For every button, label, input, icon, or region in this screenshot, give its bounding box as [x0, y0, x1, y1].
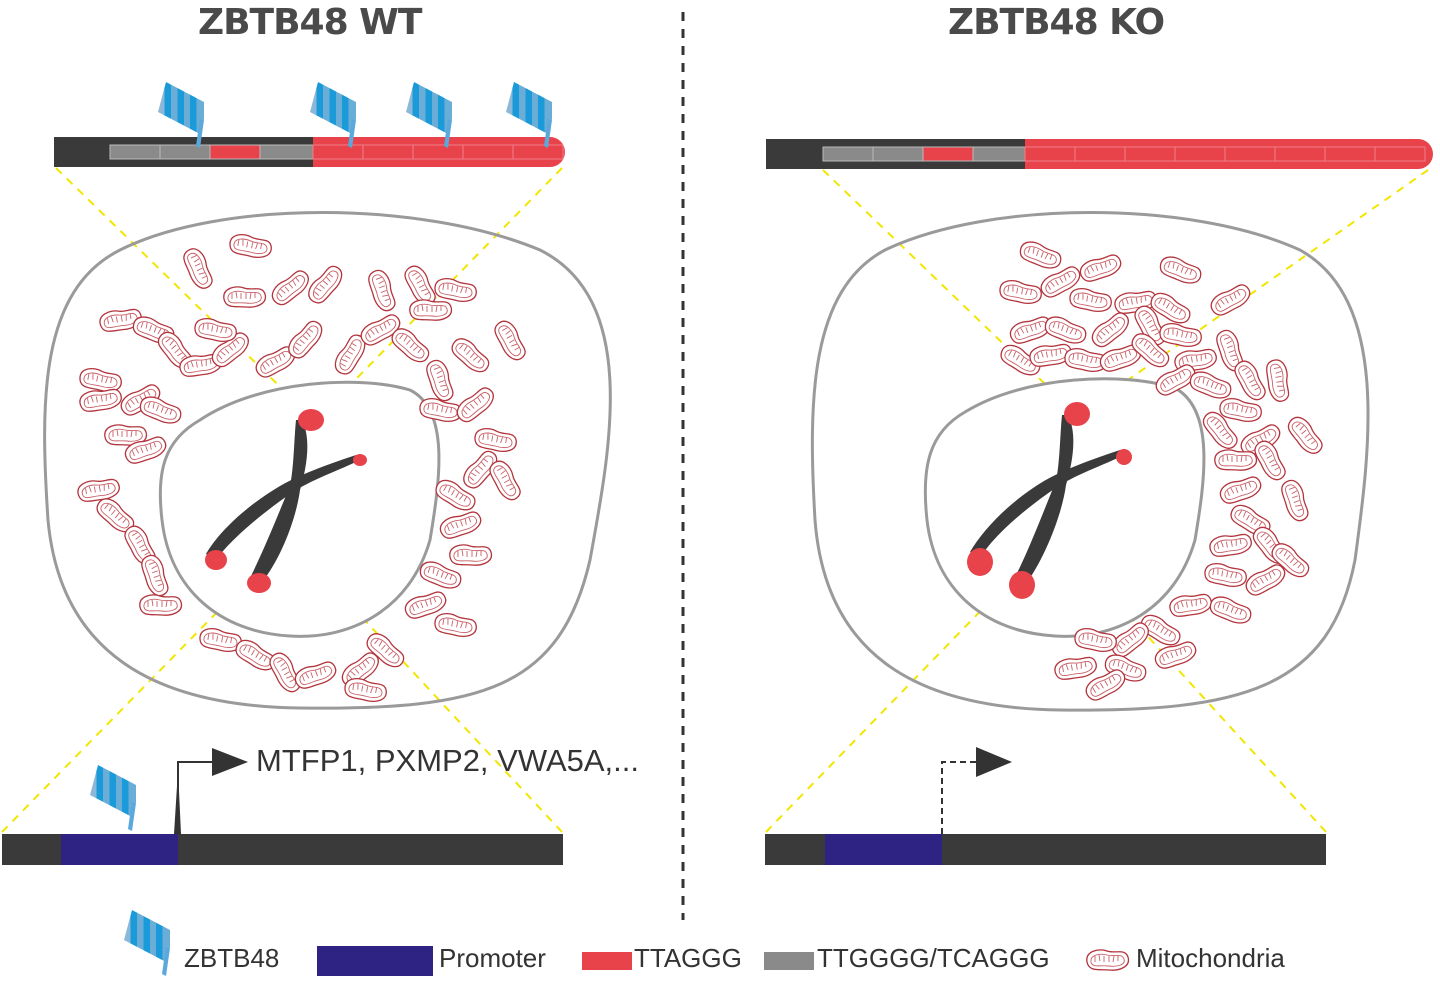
legend-label-ttaggg: TTAGGG: [634, 943, 742, 973]
legend: [124, 910, 1130, 976]
legend-label-variant-repeats: TTGGGG/TCAGGG: [817, 943, 1050, 973]
ko-transcription-arrow-icon: [976, 747, 1012, 777]
legend-zbtb48-flag-icon: [124, 910, 170, 976]
wt-cell-membrane: [43, 211, 612, 710]
ko-promoter: [825, 834, 942, 865]
wt-transcription-arrow-icon: [212, 748, 248, 776]
ko-telomere-bar: [766, 139, 1433, 169]
target-genes-label: MTFP1, PXMP2, VWA5A,...: [256, 743, 639, 778]
ko-panel-title: ZBTB48 KO: [948, 2, 1165, 43]
ko-gene-locus: [765, 747, 1326, 865]
wt-zbtb48-promoter-flag: [90, 765, 136, 831]
wt-telomere-bar: [54, 137, 565, 167]
legend-label-zbtb48: ZBTB48: [184, 943, 280, 973]
ko-nucleus: [923, 377, 1206, 638]
legend-label-promoter: Promoter: [439, 943, 546, 973]
wt-panel-title: ZBTB48 WT: [198, 2, 422, 43]
legend-promoter-swatch: [317, 946, 433, 976]
wt-gene-locus: [2, 748, 563, 865]
wt-chromosome: [205, 409, 367, 593]
legend-ttaggg-swatch: [582, 952, 632, 970]
wt-panel: [1, 82, 612, 865]
ko-cell-membrane: [810, 211, 1370, 712]
ko-chromosome: [967, 402, 1132, 599]
wt-promoter: [61, 834, 178, 865]
legend-mitochondrion-icon: [1086, 949, 1130, 971]
wt-nucleus: [158, 380, 441, 638]
ko-panel: [765, 139, 1433, 865]
legend-label-mitochondria: Mitochondria: [1136, 943, 1285, 973]
legend-variant-swatch: [764, 952, 814, 970]
